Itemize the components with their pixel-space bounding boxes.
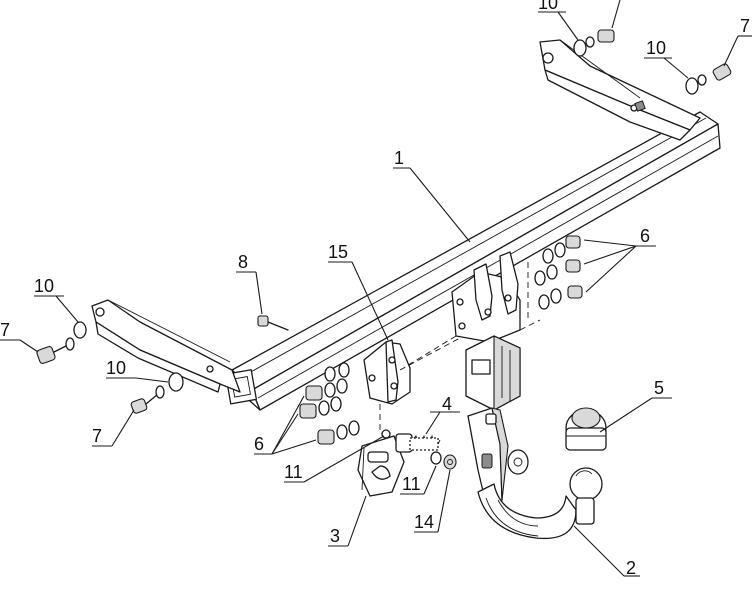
- callout-7-left-bottom: 7: [92, 426, 102, 446]
- callout-6-left: 6: [254, 434, 264, 454]
- left-top-bolt: [36, 321, 87, 365]
- callout-4: 4: [442, 394, 452, 414]
- plate-15: [363, 337, 461, 432]
- callout-7-right: 7: [740, 16, 750, 36]
- callout-11-left: 11: [284, 462, 303, 482]
- callout-14: 14: [414, 512, 434, 532]
- bolt-right-2: [534, 259, 581, 286]
- callout-10-top: 10: [538, 0, 558, 13]
- bolts-right-group: [527, 235, 583, 320]
- left-side-bracket: [91, 299, 241, 393]
- callout-1: 1: [394, 148, 404, 168]
- bolt-right-3: [538, 285, 583, 310]
- callout-labels: 1 2 3 4 5 6 6 7 7 7 8 10 10 10 10 11 11 …: [0, 0, 750, 578]
- spring-assembly: [381, 429, 457, 470]
- bolt-left-3: [317, 420, 360, 445]
- bolt-left-2: [299, 396, 342, 419]
- bolts-left-group: [299, 362, 360, 445]
- right-side-bracket: [539, 39, 701, 141]
- tow-hook: [467, 407, 577, 540]
- right-side-bolt: [685, 63, 732, 95]
- callout-2: 2: [626, 558, 636, 578]
- clamp-block: [465, 335, 521, 411]
- bolt-right-1: [542, 235, 581, 264]
- callout-15: 15: [328, 242, 348, 262]
- left-bottom-bolt: [130, 372, 184, 414]
- tow-ball: [565, 407, 607, 525]
- lock-plate: [357, 435, 405, 497]
- bolt-8: [257, 315, 289, 331]
- callout-5: 5: [654, 378, 664, 398]
- callout-8: 8: [238, 252, 248, 272]
- callout-7-left-top: 7: [0, 320, 10, 340]
- callout-6-right: 6: [640, 226, 650, 246]
- center-mounting-plate: [399, 251, 541, 371]
- leader-lines: [0, 0, 752, 577]
- callout-11-right: 11: [402, 474, 421, 494]
- bolt-left-4: [324, 362, 350, 382]
- callout-10-left-bottom: 10: [106, 358, 126, 378]
- callout-10-left-top: 10: [34, 276, 54, 296]
- callout-3: 3: [330, 526, 340, 546]
- bolt-left-1: [305, 378, 348, 401]
- callout-10-right: 10: [646, 38, 666, 58]
- right-top-bolt: [573, 29, 615, 57]
